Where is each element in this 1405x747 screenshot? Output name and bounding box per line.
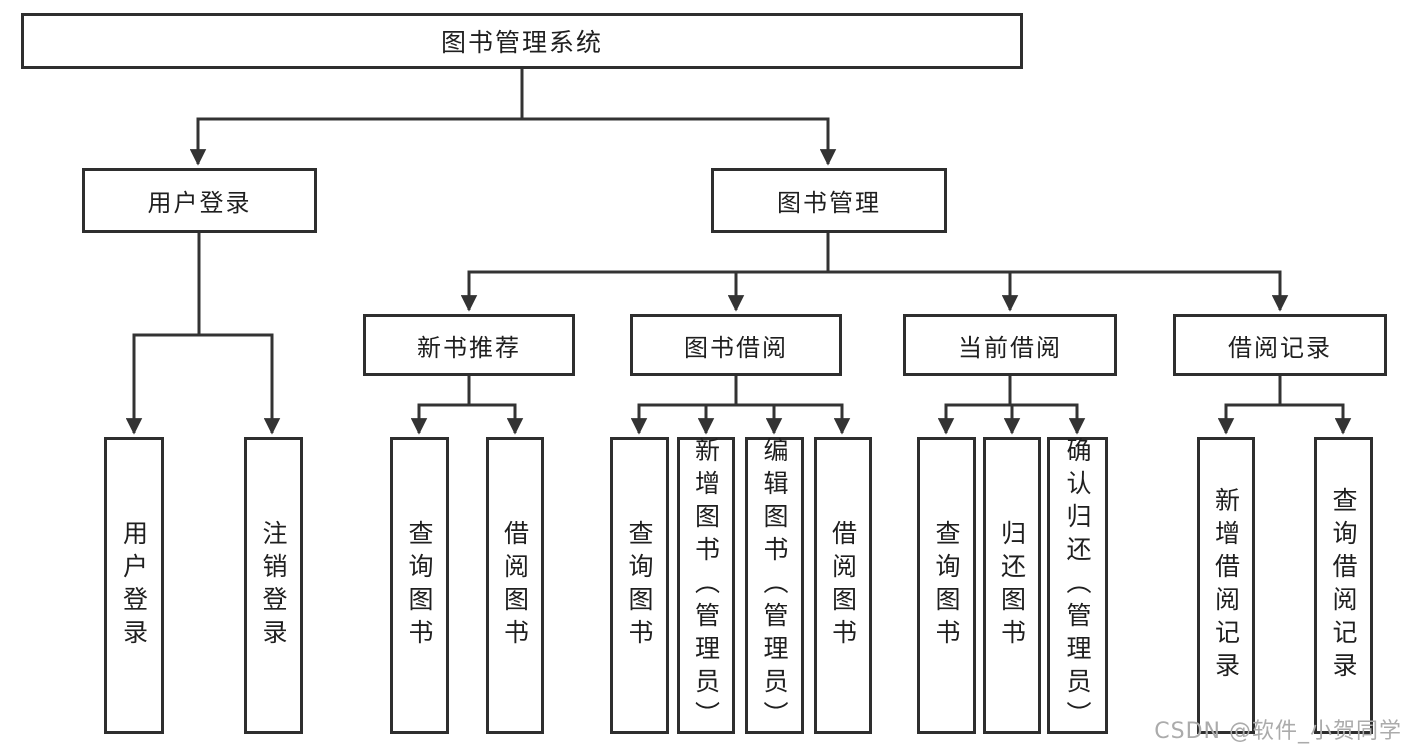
node-label: 查询图书 bbox=[405, 519, 434, 652]
node-new-book-recommend: 新书推荐 bbox=[363, 314, 575, 376]
node-borrow-records: 借阅记录 bbox=[1173, 314, 1387, 376]
node-label: 查询借阅记录 bbox=[1329, 486, 1358, 685]
node-leaf-borrow-books-2: 借阅图书 bbox=[814, 437, 872, 734]
node-label: 新增借阅记录 bbox=[1211, 486, 1241, 685]
csdn-watermark: CSDN @软件_小贺同学 bbox=[1154, 719, 1402, 744]
node-leaf-borrow-books-1: 借阅图书 bbox=[486, 437, 544, 734]
node-label: 图书借阅 bbox=[684, 333, 788, 362]
node-label: 用户登录 bbox=[119, 519, 149, 652]
node-label: 确认归还（管理员） bbox=[1063, 437, 1092, 734]
node-label: 归还图书 bbox=[997, 519, 1027, 652]
node-label: 图书管理 bbox=[777, 189, 881, 217]
node-leaf-add-borrow-record: 新增借阅记录 bbox=[1197, 437, 1255, 734]
node-user-login: 用户登录 bbox=[82, 168, 317, 233]
node-current-borrow: 当前借阅 bbox=[903, 314, 1117, 376]
node-leaf-user-login: 用户登录 bbox=[104, 437, 164, 734]
node-leaf-query-books-3: 查询图书 bbox=[917, 437, 976, 734]
node-label: 编辑图书（管理员） bbox=[760, 437, 789, 734]
node-leaf-query-borrow-record: 查询借阅记录 bbox=[1314, 437, 1373, 734]
node-label: 新书推荐 bbox=[417, 333, 521, 362]
node-leaf-add-books-admin: 新增图书（管理员） bbox=[677, 437, 735, 734]
node-leaf-edit-books-admin: 编辑图书（管理员） bbox=[745, 437, 804, 734]
node-label: 当前借阅 bbox=[958, 333, 1062, 362]
node-book-management: 图书管理 bbox=[711, 168, 947, 233]
node-leaf-return-books: 归还图书 bbox=[983, 437, 1041, 734]
node-label: 注销登录 bbox=[259, 519, 288, 652]
node-label: 用户登录 bbox=[147, 189, 252, 217]
node-label: 查询图书 bbox=[932, 519, 961, 652]
node-label: 借阅记录 bbox=[1228, 333, 1332, 362]
node-label: 查询图书 bbox=[625, 519, 654, 652]
node-label: 借阅图书 bbox=[500, 519, 530, 652]
node-label: 新增图书（管理员） bbox=[691, 437, 721, 734]
node-library-management-system: 图书管理系统 bbox=[21, 13, 1023, 69]
node-label: 图书管理系统 bbox=[440, 28, 603, 57]
node-leaf-query-books-2: 查询图书 bbox=[610, 437, 669, 734]
node-book-borrow: 图书借阅 bbox=[630, 314, 842, 376]
node-label: 借阅图书 bbox=[828, 519, 858, 652]
node-leaf-confirm-return-admin: 确认归还（管理员） bbox=[1047, 437, 1108, 734]
node-leaf-query-books-1: 查询图书 bbox=[390, 437, 449, 734]
node-leaf-logout: 注销登录 bbox=[244, 437, 303, 734]
